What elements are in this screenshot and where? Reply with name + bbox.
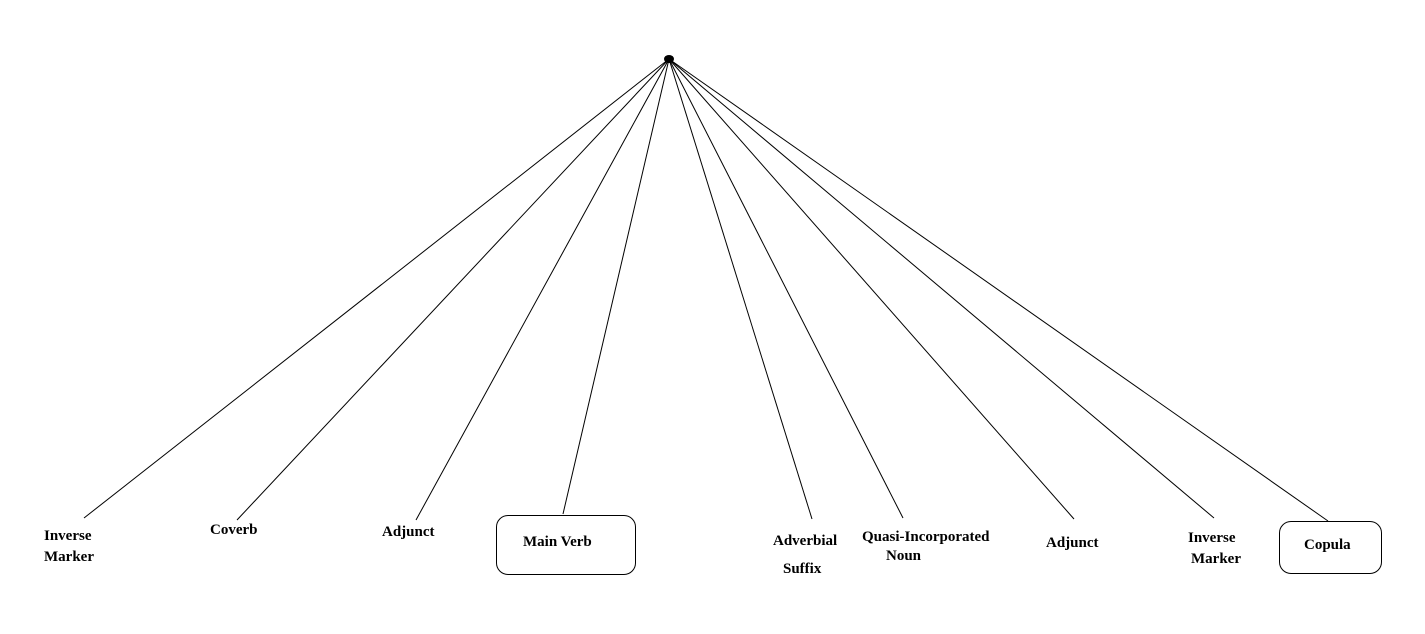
- edge-coverb: [236, 58, 670, 521]
- leaf-adjunct-right: Adjunct: [1046, 533, 1099, 554]
- edge-copula: [668, 58, 1329, 522]
- leaf-copula: Copula: [1304, 535, 1351, 556]
- leaf-label-line: Coverb: [210, 522, 258, 538]
- leaf-label-line: Copula: [1304, 537, 1351, 553]
- edge-main-verb: [562, 58, 670, 515]
- leaf-label-line: Quasi-Incorporated: [862, 529, 990, 545]
- leaf-label-line: Inverse: [44, 528, 92, 544]
- edge-inverse-marker-left: [83, 58, 670, 519]
- edge-adjunct-left: [415, 58, 670, 521]
- leaf-coverb: Coverb: [210, 520, 258, 541]
- leaf-label-line: Adjunct: [1046, 535, 1099, 551]
- main-verb-box: [496, 515, 636, 575]
- leaf-label-line: Marker: [1191, 551, 1241, 567]
- edge-adjunct-right: [668, 58, 1075, 520]
- leaf-label-line: Adverbial: [773, 533, 838, 549]
- edge-inverse-marker-right: [668, 58, 1215, 519]
- leaf-inverse-marker-right: Inverse Marker: [1188, 528, 1241, 570]
- leaf-inverse-marker-left: Inverse Marker: [44, 526, 94, 568]
- leaf-label-line: Main Verb: [523, 534, 592, 550]
- leaf-label-line: Inverse: [1188, 530, 1236, 546]
- edge-adverbial-suffix: [668, 58, 813, 520]
- edge-quasi-incorporated-noun: [668, 58, 904, 519]
- root-node: [664, 55, 674, 63]
- leaf-adverbial-suffix: Adverbial Suffix: [773, 527, 837, 583]
- leaf-adjunct-left: Adjunct: [382, 522, 435, 543]
- leaf-label-line: Marker: [44, 549, 94, 565]
- copula-box: [1279, 521, 1382, 574]
- leaf-label-line: Adjunct: [382, 524, 435, 540]
- leaf-quasi-incorporated-noun: Quasi-Incorporated Noun: [862, 528, 990, 566]
- leaf-main-verb: Main Verb: [523, 532, 592, 553]
- leaf-label-line: Suffix: [783, 561, 822, 577]
- leaf-label-line: Noun: [886, 548, 922, 564]
